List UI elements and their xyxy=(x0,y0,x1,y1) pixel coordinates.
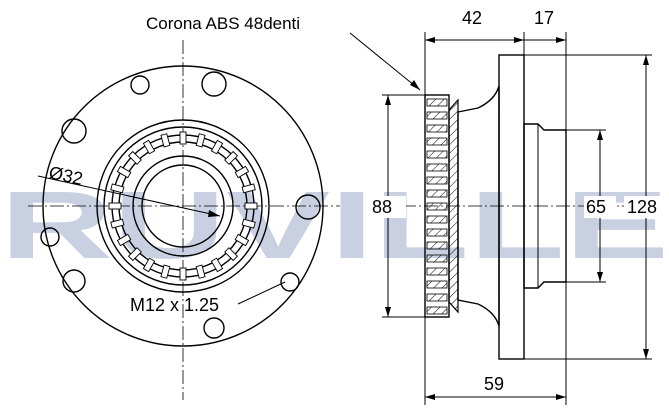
bearing-roller xyxy=(234,165,250,179)
dim-42-label: 42 xyxy=(462,8,482,28)
bearing-roller xyxy=(160,133,171,148)
bearing-roller xyxy=(142,257,156,273)
dim-arrow xyxy=(514,37,524,43)
bearing-roller xyxy=(234,233,250,247)
dim-arrow xyxy=(425,37,435,43)
abs-teeth xyxy=(426,98,448,315)
abs-tooth xyxy=(426,163,448,172)
thread-spec-leader xyxy=(237,281,286,305)
bearing-roller xyxy=(110,218,125,229)
hub-hatched-section xyxy=(448,98,459,314)
abs-tooth xyxy=(426,293,448,302)
dim-arrow xyxy=(385,307,391,317)
bore-diameter-arrowhead xyxy=(208,210,220,217)
abs-tooth xyxy=(426,176,448,185)
abs-tooth xyxy=(426,241,448,250)
side-view: 42 17 88 65 128 59 xyxy=(370,8,666,405)
bearing-roller xyxy=(210,257,224,273)
dim-arrow xyxy=(385,95,391,105)
abs-tooth xyxy=(426,189,448,198)
flange-outline xyxy=(42,65,324,347)
bearing-roller xyxy=(110,183,125,194)
bore-outline xyxy=(141,164,225,248)
bearing-ring-5 xyxy=(132,155,234,257)
dim-arrow xyxy=(597,272,603,282)
dim-128-label: 128 xyxy=(627,197,657,217)
watermark-text: RUVILLE xyxy=(0,172,669,279)
dim-17-label: 17 xyxy=(534,8,554,28)
bolt-hole xyxy=(280,272,300,292)
dim-128-label-bg xyxy=(624,196,666,218)
bearing-ring-2 xyxy=(103,126,263,286)
bearing-roller xyxy=(127,150,142,165)
abs-ring-leader xyxy=(349,32,421,91)
bolt-hole xyxy=(62,269,86,293)
bearing-roller xyxy=(127,247,142,262)
thread-spec-label: M12 x 1.25 xyxy=(130,295,219,315)
bearing-roller xyxy=(241,183,256,194)
bearing-roller xyxy=(195,133,206,148)
abs-tooth xyxy=(426,137,448,146)
bearing-roller xyxy=(244,202,258,210)
dim-59-label: 59 xyxy=(484,374,504,394)
abs-tooth xyxy=(426,111,448,120)
bolt-hole xyxy=(295,194,321,220)
bearing-roller xyxy=(241,218,256,229)
bearing-roller xyxy=(224,247,239,262)
dim-arrow xyxy=(643,55,649,65)
abs-tooth xyxy=(426,124,448,133)
abs-ring-arrowhead xyxy=(410,80,420,90)
abs-tooth xyxy=(426,228,448,237)
abs-tooth xyxy=(426,254,448,263)
abs-ring-note: Corona ABS 48denti xyxy=(146,14,300,33)
bearing-roller xyxy=(179,131,187,145)
abs-tooth xyxy=(426,306,448,315)
bolt-hole xyxy=(203,317,225,339)
bolt-hole xyxy=(40,227,60,247)
bolt-hole xyxy=(201,71,227,97)
dim-65-label-bg xyxy=(584,196,616,218)
dim-arrow xyxy=(425,394,435,400)
bearing-roller xyxy=(224,150,239,165)
bore-diameter-leader xyxy=(37,175,221,217)
bearing-roller xyxy=(108,202,122,210)
bolt-hole xyxy=(61,118,87,144)
bearing-roller xyxy=(210,139,224,155)
abs-tooth xyxy=(426,98,448,107)
dim-65-label: 65 xyxy=(586,197,606,217)
dim-arrow xyxy=(556,394,566,400)
abs-tooth xyxy=(426,267,448,276)
bearing-roller xyxy=(142,139,156,155)
bearing-roller xyxy=(160,264,171,279)
dim-88-label-bg xyxy=(370,196,406,218)
bearing-roller xyxy=(195,264,206,279)
abs-tooth xyxy=(426,150,448,159)
dim-arrow xyxy=(597,130,603,140)
bolt-hole xyxy=(130,75,150,95)
bearing-roller xyxy=(116,233,132,247)
dim-arrow xyxy=(643,349,649,359)
bearing-roller xyxy=(116,165,132,179)
bearing-roller xyxy=(179,267,187,281)
abs-tooth xyxy=(426,202,448,211)
dim-arrow xyxy=(556,37,566,43)
bearing-rollers xyxy=(108,131,258,281)
abs-tooth xyxy=(426,280,448,289)
bearing-outer-ring xyxy=(96,119,270,293)
abs-tooth xyxy=(426,215,448,224)
dim-88-label: 88 xyxy=(372,197,392,217)
